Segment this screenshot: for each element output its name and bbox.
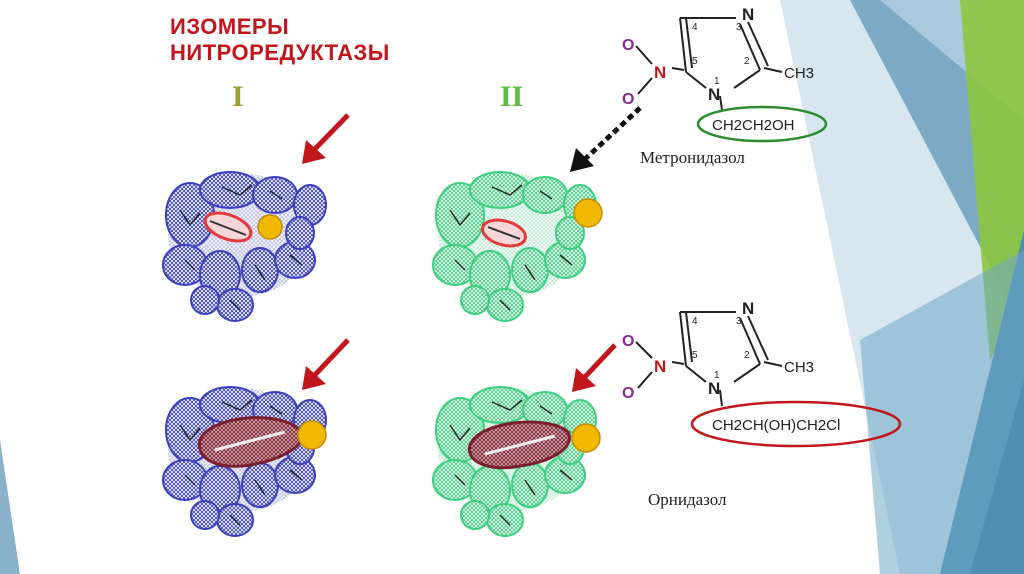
side-chain-highlight: [690, 400, 902, 448]
nitro-o-upper: O: [622, 333, 634, 350]
ring-num-2: 2: [744, 56, 750, 67]
pointer-arrow-red-3: [572, 343, 617, 392]
ring-num-3: 3: [736, 316, 742, 327]
ring-num-3: 3: [736, 22, 742, 33]
methyl-group: CH3: [784, 65, 814, 82]
ring-n1: N: [708, 85, 720, 104]
protein-isomer2-metronidazole: [432, 171, 603, 322]
isomer-label-1: I: [232, 80, 244, 113]
protein-isomer1-metronidazole: [162, 171, 327, 322]
ring-num-5: 5: [692, 350, 698, 361]
nitro-n: N: [654, 357, 666, 376]
ring-num-1: 1: [714, 76, 720, 87]
ring-n3: N: [742, 5, 754, 24]
side-chain-formula: CH2CH(OH)CH2Cl: [712, 417, 840, 434]
protein-isomer2-ornidazole: [432, 386, 601, 537]
active-site-sphere: [297, 420, 327, 450]
active-site-sphere: [571, 423, 601, 453]
drug-name-ornidazole: Орнидазол: [648, 490, 727, 509]
pointer-arrow-dashed: [570, 106, 642, 172]
nitro-o-upper: O: [622, 37, 634, 54]
title-line-1: ИЗОМЕРЫ: [170, 14, 290, 39]
title-line-2: НИТРОРЕДУКТАЗЫ: [170, 40, 390, 65]
isomer-label-2: II: [500, 80, 524, 113]
ring-num-4: 4: [692, 22, 698, 33]
active-site-sphere: [573, 198, 603, 228]
nitro-o-lower: O: [622, 91, 634, 108]
ring-num-2: 2: [744, 350, 750, 361]
side-chain-formula: CH2CH2OH: [712, 117, 795, 134]
ring-n3: N: [742, 299, 754, 318]
methyl-group: CH3: [784, 359, 814, 376]
nitro-n: N: [654, 63, 666, 82]
pointer-arrow-red-2: [302, 338, 350, 390]
ring-num-1: 1: [714, 370, 720, 381]
slide-title: ИЗОМЕРЫ НИТРОРЕДУКТАЗЫ: [170, 14, 390, 66]
ring-num-5: 5: [692, 56, 698, 67]
active-site-sphere: [257, 214, 283, 240]
ring-num-4: 4: [692, 316, 698, 327]
nitro-o-lower: O: [622, 385, 634, 402]
drug-name-metronidazole: Метронидазол: [640, 148, 745, 167]
protein-isomer1-ornidazole: [162, 386, 327, 537]
side-chain-highlight: [696, 105, 828, 143]
ring-n1: N: [708, 379, 720, 398]
pointer-arrow-red-1: [302, 113, 350, 164]
